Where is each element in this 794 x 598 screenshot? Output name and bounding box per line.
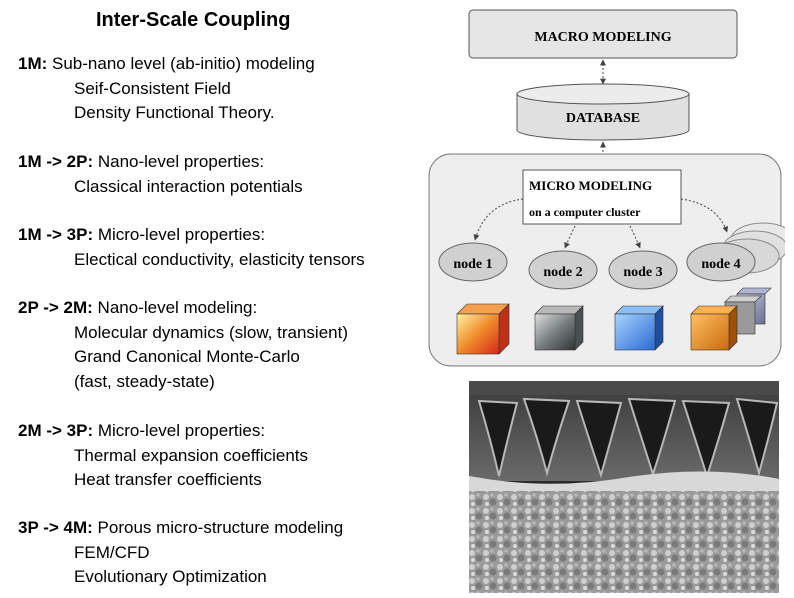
node-3-label: node 3 [623,265,662,280]
section-1m-3p: 1M -> 3P: Micro-level properties: Electi… [18,223,365,272]
cube-stack-image [690,287,772,351]
section-1m-2p: 1M -> 2P: Nano-level properties: Classic… [18,150,303,199]
porous-structure-micrograph [469,381,779,593]
node-4: node 4 [686,242,756,282]
node-1-label: node 1 [453,257,492,272]
section-item: Electical conductivity, elasticity tenso… [74,249,365,269]
section-2p-2m: 2P -> 2M: Nano-level modeling: Molecular… [18,296,348,394]
micro-modeling-sublabel: on a computer cluster [529,205,641,219]
section-item: Seif-Consistent Field [74,78,231,98]
section-item: (fast, steady-state) [74,371,215,391]
modeling-diagram: MACRO MODELING DATABASE MICRO MODELING o… [425,4,785,370]
node-2-label: node 2 [543,265,582,280]
section-item: Classical interaction potentials [74,176,303,196]
section-item: Density Functional Theory. [74,103,275,122]
micro-modeling-label: MICRO MODELING [529,178,652,193]
macro-modeling-label: MACRO MODELING [534,30,671,45]
section-item: Molecular dynamics (slow, transient) [74,322,348,342]
micro-modeling-box: MICRO MODELING on a computer cluster [522,169,682,225]
node-2: node 2 [528,250,598,290]
section-item: FEM/CFD [74,542,150,562]
page-title: Inter-Scale Coupling [96,9,291,31]
node-4-label: node 4 [701,257,740,272]
section-heading: 1M -> 2P: Nano-level properties: [18,152,265,171]
node-1: node 1 [438,242,508,282]
section-item: Heat transfer coefficients [74,470,262,489]
cube-blue-image [614,305,664,351]
macro-modeling-box: MACRO MODELING [468,9,738,59]
section-3p-4m: 3P -> 4M: Porous micro-structure modelin… [18,516,343,590]
cluster-links [473,198,729,249]
section-2m-3p: 2M -> 3P: Micro-level properties: Therma… [18,419,308,493]
section-heading: 2M -> 3P: Micro-level properties: [18,421,266,440]
section-heading: 1M -> 3P: Micro-level properties: [18,225,266,244]
section-item: Grand Canonical Monte-Carlo [74,347,300,366]
cube-fire-image [456,303,510,355]
cube-gray-image [534,305,584,351]
section-1m: 1M: Sub-nano level (ab-initio) modeling … [18,52,315,126]
node-3: node 3 [608,250,678,290]
section-heading: 2P -> 2M: Nano-level modeling: [18,298,258,317]
section-heading: 3P -> 4M: Porous micro-structure modelin… [18,518,344,537]
section-item: Evolutionary Optimization [74,567,267,586]
section-heading: 1M: Sub-nano level (ab-initio) modeling [18,54,315,73]
section-item: Thermal expansion coefficients [74,445,309,465]
database-label: DATABASE [566,111,640,126]
database-cylinder: DATABASE [516,83,690,141]
